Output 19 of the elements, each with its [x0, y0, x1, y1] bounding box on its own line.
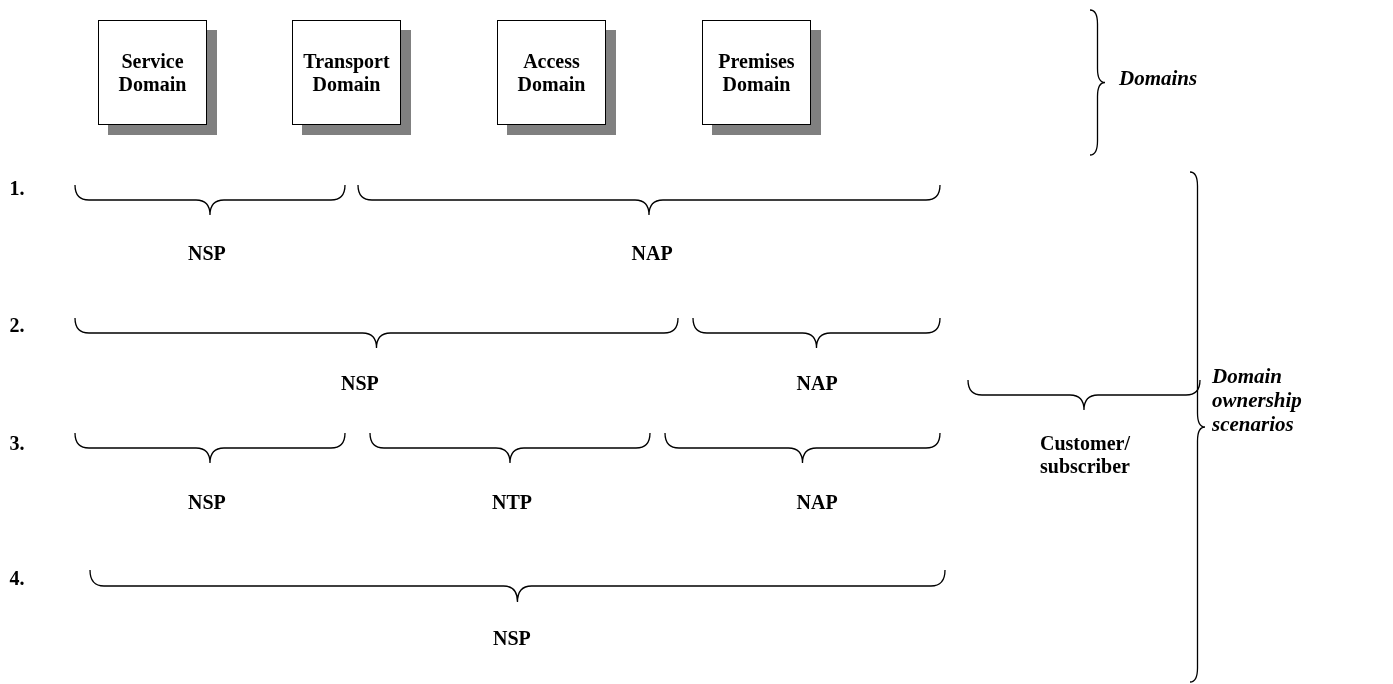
scenario-number: 2.	[9, 313, 25, 337]
owner-label: NAP	[796, 490, 838, 514]
domain-name: Service Domain	[117, 49, 188, 96]
owner-label: NTP	[492, 490, 532, 514]
domain-name: Premises Domain	[717, 49, 796, 96]
domain-name: Transport Domain	[302, 49, 391, 96]
owner-label: NSP	[341, 371, 379, 395]
section-heading: Domain ownership scenarios	[1212, 364, 1303, 437]
owner-label: NSP	[188, 241, 226, 265]
section-heading: Domains	[1119, 66, 1198, 91]
owner-label: NSP	[188, 490, 226, 514]
scenario-number: 3.	[9, 431, 25, 455]
owner-label: Customer/ subscriber	[1039, 432, 1131, 478]
scenario-number: 1.	[9, 176, 25, 200]
scenario-number: 4.	[9, 566, 25, 590]
owner-label: NAP	[796, 371, 838, 395]
owner-label: NSP	[493, 626, 531, 650]
domain-name: Access Domain	[516, 49, 587, 96]
owner-label: NAP	[631, 241, 673, 265]
